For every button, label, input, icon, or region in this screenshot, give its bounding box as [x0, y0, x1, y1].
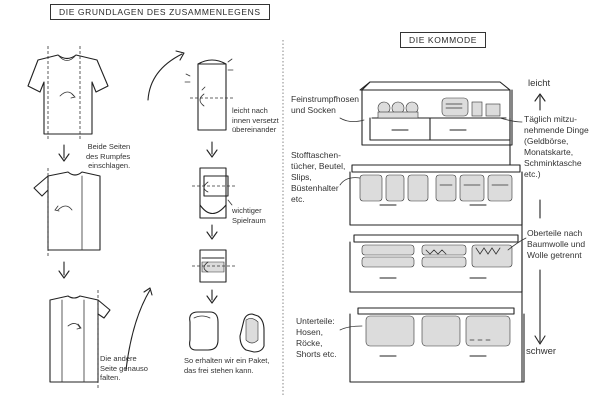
folded-offset-icon	[192, 167, 236, 219]
tshirt-step2-icon	[33, 168, 101, 258]
right-panel-title: DIE KOMMODE	[400, 32, 486, 48]
down-arrow-3-icon	[206, 141, 218, 158]
folded-strip-icon	[184, 58, 234, 131]
drawer2-left-label: Stofftaschen- tücher, Beutel, Slips, Büs…	[291, 150, 346, 204]
curve-arrow-upper-icon	[147, 53, 183, 101]
drawer4-left-label: Unterteile: Hosen, Röcke, Shorts etc.	[296, 316, 337, 359]
drawer3-contents	[361, 244, 513, 268]
step3-caption: leicht nach innen versetzt übereinander	[232, 106, 279, 134]
leader-drawer4-left	[339, 325, 363, 331]
down-arrow-1-icon	[58, 144, 70, 162]
step1-caption: Beide Seiten des Rumpfes einschlagen.	[86, 142, 131, 170]
step5-caption: So erhalten wir ein Paket, das frei steh…	[184, 356, 270, 375]
leader-drawer1-right	[499, 117, 523, 123]
tshirt-step1-icon	[27, 46, 109, 140]
leader-drawer3-right	[507, 237, 527, 251]
drawer1-contents	[377, 97, 501, 119]
drawer3-right-label: Oberteile nach Baumwolle und Wolle getre…	[527, 228, 586, 260]
step2-caption: Die andere Seite genauso falten.	[100, 354, 148, 382]
leader-drawer1-left	[339, 117, 365, 122]
drawer2-contents	[359, 174, 513, 202]
curve-arrow-lower-icon	[125, 289, 151, 371]
drawer1-left-label: Feinstrumpfhosen und Socken	[291, 94, 360, 115]
left-panel-title: DIE GRUNDLAGEN DES ZUSAMMENLEGENS	[50, 4, 270, 20]
leader-drawer2-left	[339, 177, 361, 186]
down-arrow-2-icon	[58, 261, 70, 279]
standing-packet-icon	[189, 311, 265, 353]
down-arrow-5-icon	[206, 289, 218, 304]
axis-bottom-label: schwer	[526, 346, 557, 357]
step4-caption: wichtiger Spielraum	[232, 206, 266, 225]
dresser-icon	[349, 81, 525, 383]
tshirt-step3-icon	[49, 290, 111, 390]
weight-axis-icon	[534, 93, 546, 345]
drawer1-right-label: Täglich mitzu- nehmende Dinge (Geldbörse…	[524, 114, 589, 179]
folded-halved-icon	[192, 249, 236, 283]
axis-top-label: leicht	[528, 78, 551, 89]
down-arrow-4-icon	[206, 224, 218, 240]
drawer4-contents	[365, 315, 511, 347]
